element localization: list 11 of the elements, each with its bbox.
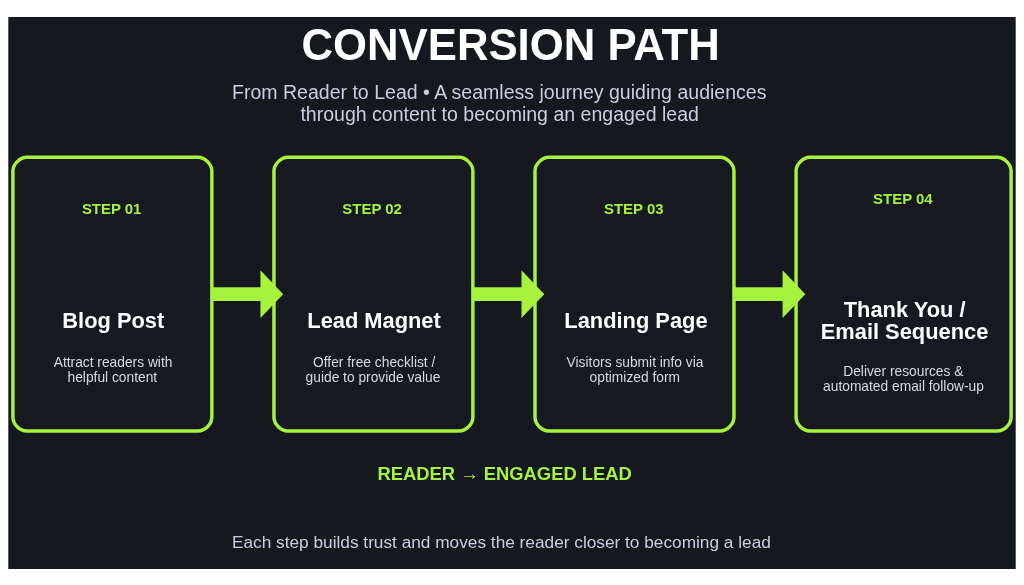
node-box: STEP 04 Thank You / Email Sequence Deliver resources & automated email follow-up xyxy=(794,155,1013,433)
arrow xyxy=(734,269,806,318)
arrow xyxy=(212,269,284,318)
label: READER → ENGAGED LEAD xyxy=(377,462,632,484)
node-box: STEP 02 Lead Magnet Offer free checklist / guide to provide value xyxy=(272,155,475,433)
label: From Reader to Lead • A seamless journey guiding audiences through content to becoming an engaged lead xyxy=(231,80,767,125)
arrow xyxy=(473,269,545,318)
diagram-title: CONVERSION PATH xyxy=(301,19,720,69)
label: Each step builds trust and moves the reader closer to becoming a lead xyxy=(231,531,771,552)
node-box: STEP 01 Blog Post Attract readers with helpful content xyxy=(11,155,214,433)
node-box: STEP 03 Landing Page Visitors submit info via optimized form xyxy=(533,155,736,433)
